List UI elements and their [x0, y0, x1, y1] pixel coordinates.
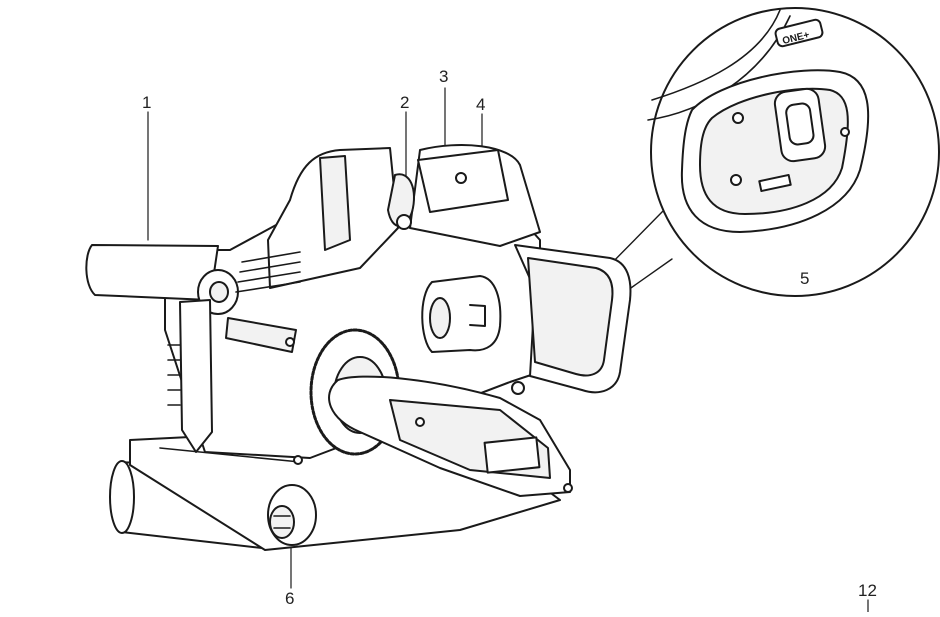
side-vents	[167, 344, 181, 406]
drum-end-cap	[109, 460, 135, 534]
page-number: 12	[858, 581, 877, 600]
handle-knob-hole	[209, 281, 229, 303]
base-edge	[159, 447, 301, 463]
front-auxiliary-handle	[85, 244, 219, 301]
lock-button	[396, 214, 412, 230]
belt-end-screw	[563, 483, 573, 493]
dust-port-opening	[429, 297, 451, 339]
tracking-knob-inner	[269, 505, 295, 539]
platen-window	[483, 436, 541, 474]
battery-receptacle-inner	[527, 257, 614, 377]
zoom-connector-lower	[627, 258, 673, 291]
dust-port-clip	[469, 304, 486, 327]
callout-label-1: 1	[142, 93, 152, 112]
platen-screw	[415, 417, 425, 427]
callout-label-5: 5	[800, 269, 810, 288]
side-screw	[285, 337, 295, 347]
callout-label-4: 4	[476, 95, 486, 114]
terminal-slot	[785, 102, 815, 146]
motor-cover-ridge	[319, 155, 351, 251]
trigger-switch	[387, 173, 415, 227]
callout-label-6: 6	[285, 589, 295, 608]
port-screw-2	[730, 174, 742, 186]
front-support-leg	[179, 299, 213, 453]
base-screw	[293, 455, 303, 465]
handle-screw	[455, 172, 467, 184]
port-screw-3	[840, 127, 850, 137]
detail-zoom: ONE+	[602, 7, 940, 297]
callout-label-3: 3	[439, 67, 449, 86]
top-louvers	[235, 251, 301, 293]
side-slot-panel	[225, 317, 297, 353]
port-screw-1	[732, 112, 744, 124]
latch-tab	[758, 173, 792, 193]
rear-screw	[511, 381, 525, 395]
callout-label-2: 2	[400, 93, 410, 112]
one-plus-badge	[774, 18, 824, 48]
sander-body	[85, 144, 632, 551]
zoom-housing-curve	[651, 9, 781, 101]
